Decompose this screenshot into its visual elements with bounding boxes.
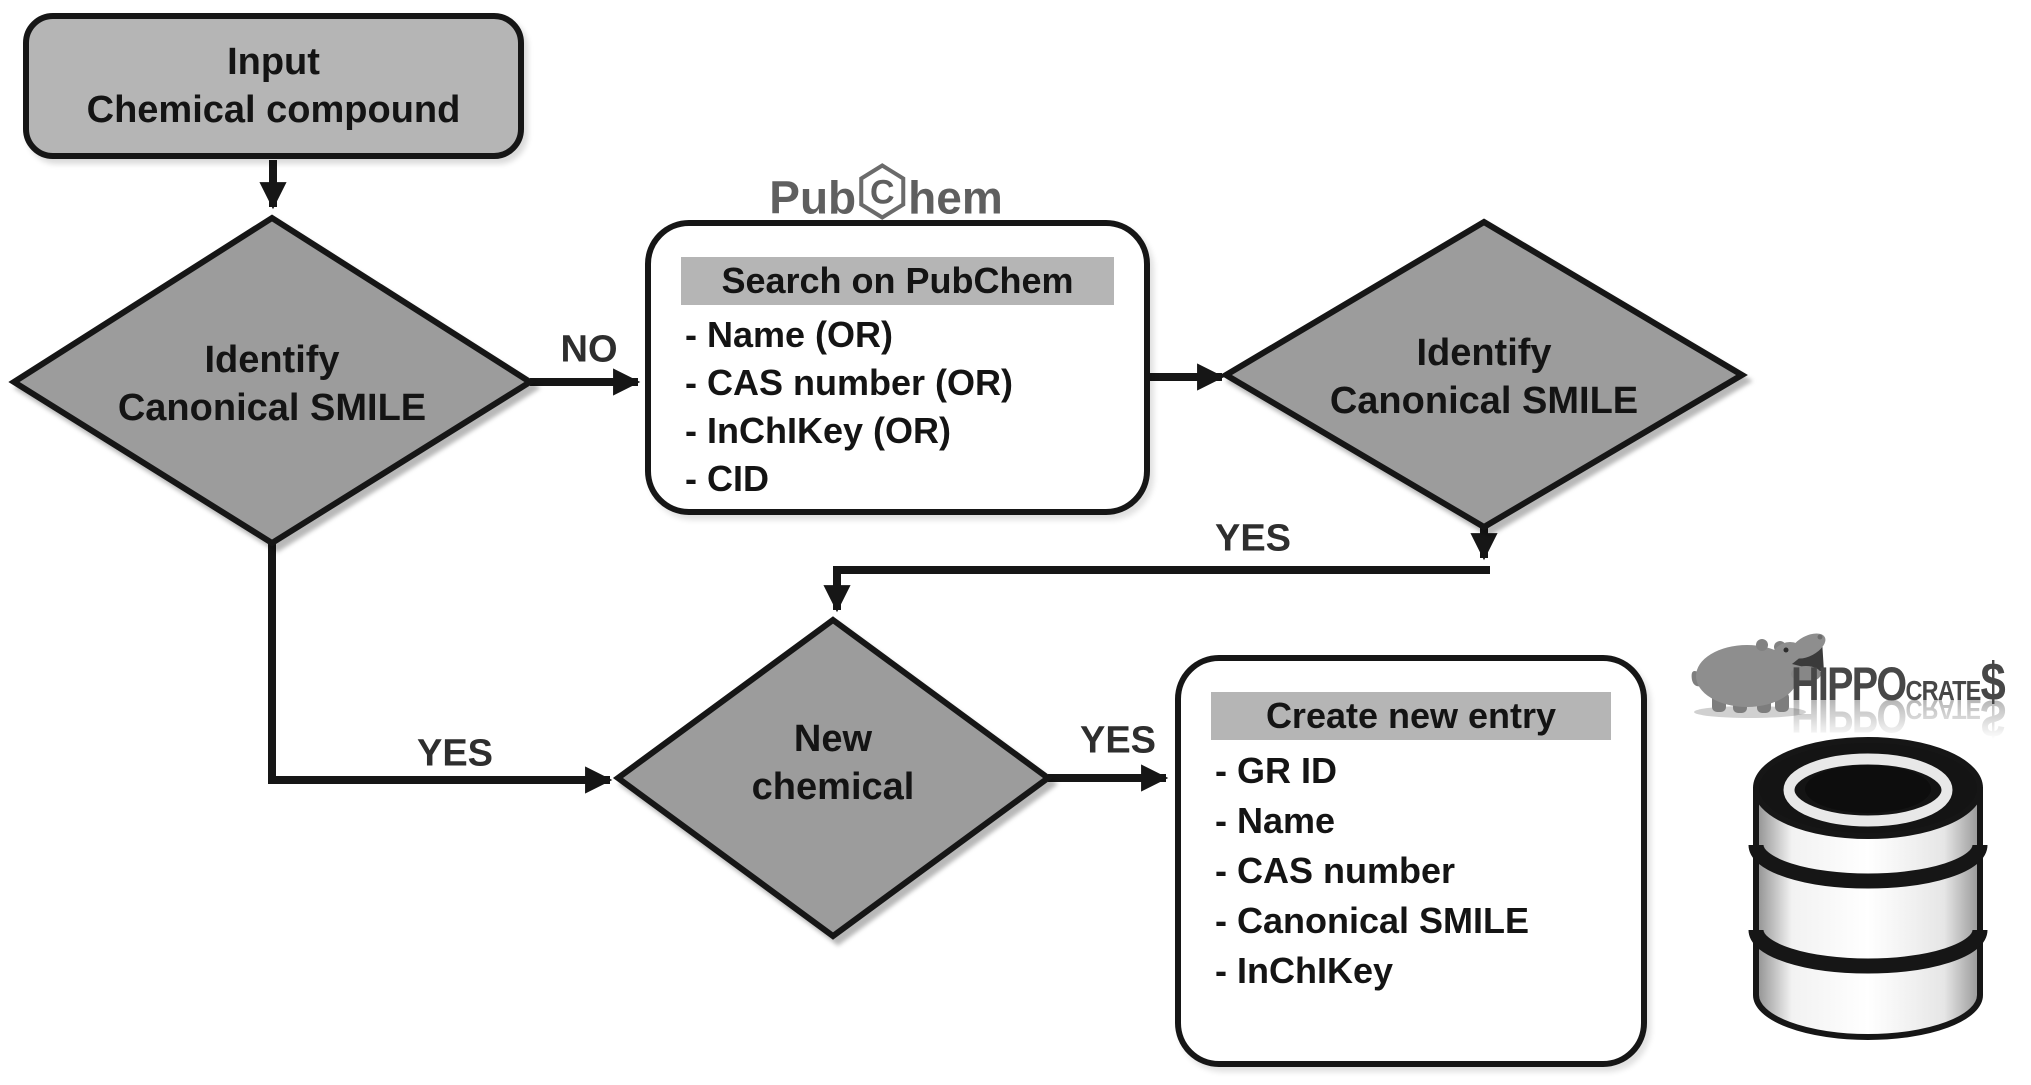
hippocrates-reflection-main: HIPPO <box>1791 690 1906 743</box>
hippo-icon <box>1691 633 1826 718</box>
create-entry-item: - InChIKey <box>1215 950 1394 991</box>
pubchem-logo: Pub C hem <box>769 163 1003 232</box>
edge-label-yes-left: YES <box>416 732 494 775</box>
decision-2-line2: Canonical SMILE <box>1329 380 1639 422</box>
pubchem-hexagon-icon: C <box>857 163 907 232</box>
decision-new-chemical-label: New chemical <box>752 715 915 811</box>
edge-label-no: NO <box>560 328 618 371</box>
input-node-line2: Chemical compound <box>86 89 461 131</box>
input-node: Input Chemical compound <box>23 13 524 159</box>
decision-new-chemical-line2: chemical <box>751 766 915 808</box>
hippocrates-logo-reflection: HIPPO CRATE $ <box>1791 688 2006 749</box>
create-entry-item: - Canonical SMILE <box>1215 900 1530 941</box>
decision-1-line1: Identify <box>204 339 340 381</box>
edge-yes-to-new-chemical-left <box>268 540 613 794</box>
hippocrates-dollar-icon: $ <box>1980 652 2006 712</box>
create-entry-item: - Name <box>1215 800 1336 841</box>
edge-label-yes-right: YES <box>1214 517 1292 560</box>
decision-2-line1: Identify <box>1416 332 1552 374</box>
decision-new-chemical-line1: New <box>793 718 873 760</box>
pubchem-search-item: - InChIKey (OR) <box>685 410 951 451</box>
pubchem-hexagon-letter: C <box>870 174 895 212</box>
pubchem-search-item: - Name (OR) <box>685 314 894 355</box>
pubchem-search-item: - CAS number (OR) <box>685 362 1013 403</box>
decision-2-label: Identify Canonical SMILE <box>1330 329 1638 425</box>
pubchem-search-item: - CID <box>685 458 769 499</box>
database-icon <box>1748 737 1988 1040</box>
pubchem-logo-prefix: Pub <box>769 171 857 223</box>
create-entry-item: - CAS number <box>1215 850 1456 891</box>
pubchem-search-header: Search on PubChem <box>681 257 1114 305</box>
create-entry-item: - GR ID <box>1215 750 1337 791</box>
decision-diamond-new-chemical <box>612 616 1054 940</box>
edge-label-yes-bottom: YES <box>1079 719 1157 762</box>
flow-edges <box>259 160 1498 794</box>
decision-1-label: Identify Canonical SMILE <box>118 336 426 432</box>
decision-1-line2: Canonical SMILE <box>117 387 427 429</box>
hippocrates-word-small: CRATE <box>1905 675 1981 706</box>
decision-diamond-identify-smile-1 <box>8 214 536 547</box>
hippocrates-logo-text: HIPPO CRATE $ <box>1791 651 2006 712</box>
hippocrates-word-main: HIPPO <box>1791 657 1907 710</box>
pubchem-logo-suffix: hem <box>908 171 1003 223</box>
create-entry-box: Create new entry - GR ID - Name - CAS nu… <box>1175 655 1647 1067</box>
edge-yes-to-new-chemical-top <box>823 566 1490 613</box>
input-node-line1: Input <box>227 41 320 83</box>
pubchem-search-box: Search on PubChem - Name (OR) - CAS numb… <box>645 220 1150 515</box>
create-entry-header: Create new entry <box>1211 692 1611 740</box>
decision-diamond-identify-smile-2 <box>1220 218 1748 531</box>
